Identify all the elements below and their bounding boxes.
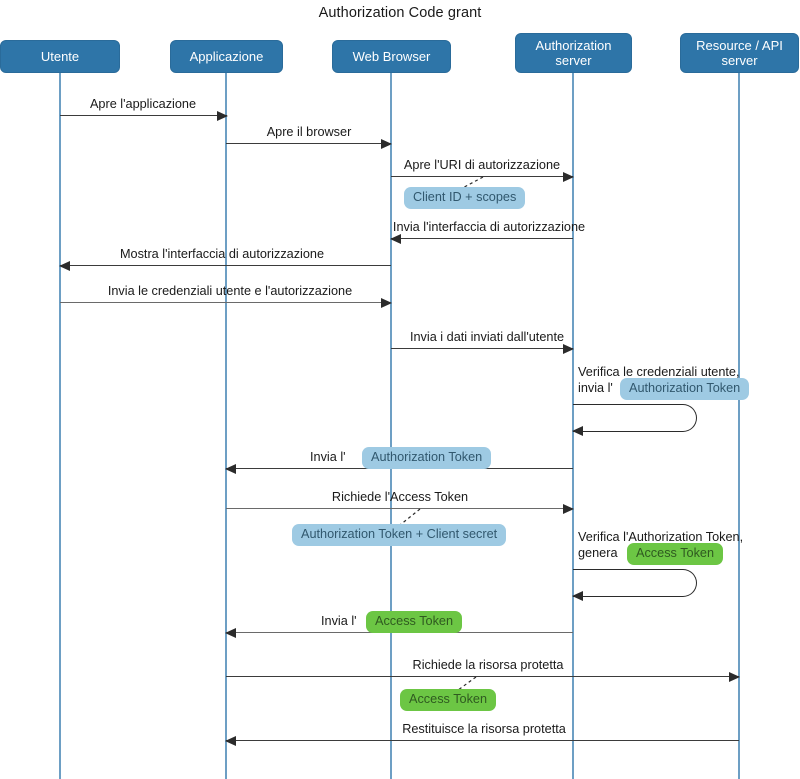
arrowhead-left-icon bbox=[225, 628, 236, 638]
arrowhead-left-icon bbox=[390, 234, 401, 244]
message-label-invia-prefix-access-token: Invia l' bbox=[321, 614, 357, 628]
selfcall-loop-verifica-authorization-token[interactable] bbox=[573, 569, 697, 597]
participant-label: Applicazione bbox=[189, 49, 264, 64]
note-authorization-token-client-secret: Authorization Token + Client secret bbox=[292, 524, 507, 546]
lifeline-applicazione bbox=[225, 73, 227, 779]
selfcall-label-line1-verifica-authorization-token: Verifica l'Authorization Token, bbox=[578, 530, 744, 544]
badge-access-token-message: Access Token bbox=[366, 611, 463, 633]
arrowhead-left-icon bbox=[572, 426, 583, 436]
participant-utente[interactable]: Utente bbox=[0, 40, 120, 73]
message-arrow-restituisce-risorsa-protetta[interactable] bbox=[225, 736, 739, 746]
message-label-invia-prefix-authorization-token: Invia l' bbox=[310, 450, 346, 464]
message-arrow-apre-applicazione[interactable] bbox=[60, 111, 228, 121]
selfcall-label-line2-prefix-invia: invia l' bbox=[578, 381, 613, 395]
message-arrow-invia-dati-utente[interactable] bbox=[391, 344, 574, 354]
message-label-restituisce-risorsa-protetta: Restituisce la risorsa protetta bbox=[402, 722, 566, 736]
lifeline-web-browser bbox=[390, 73, 392, 779]
message-arrow-richiede-access-token[interactable] bbox=[226, 504, 574, 514]
message-label-richiede-risorsa-protetta: Richiede la risorsa protetta bbox=[412, 658, 564, 672]
message-label-apre-il-browser: Apre il browser bbox=[266, 125, 352, 139]
arrowhead-right-icon bbox=[729, 672, 740, 682]
participant-label: Web Browser bbox=[352, 49, 431, 64]
arrowhead-right-icon bbox=[563, 172, 574, 182]
lifeline-utente bbox=[59, 73, 61, 779]
message-arrow-apre-il-browser[interactable] bbox=[226, 139, 392, 149]
message-arrow-invia-interfaccia[interactable] bbox=[390, 234, 573, 244]
message-arrow-apre-uri-autorizzazione[interactable] bbox=[391, 172, 574, 182]
message-label-invia-interfaccia: Invia l'interfaccia di autorizzazione bbox=[392, 220, 586, 234]
arrowhead-right-icon bbox=[381, 298, 392, 308]
participant-resource-server[interactable]: Resource / API server bbox=[680, 33, 799, 73]
message-arrow-invia-credenziali[interactable] bbox=[60, 298, 392, 308]
participant-web-browser[interactable]: Web Browser bbox=[332, 40, 451, 73]
arrowhead-right-icon bbox=[563, 504, 574, 514]
note-connector-access-token bbox=[453, 676, 477, 694]
selfcall-label-line1-verifica-credenziali: Verifica le credenziali utente, bbox=[578, 365, 740, 379]
arrowhead-left-icon bbox=[59, 261, 70, 271]
participant-label: Utente bbox=[40, 49, 80, 64]
message-label-apre-applicazione: Apre l'applicazione bbox=[89, 97, 197, 111]
message-label-invia-credenziali: Invia le credenziali utente e l'autorizz… bbox=[107, 284, 353, 298]
participant-label: Authorization server bbox=[535, 38, 612, 68]
participant-applicazione[interactable]: Applicazione bbox=[170, 40, 283, 73]
arrowhead-right-icon bbox=[381, 139, 392, 149]
arrowhead-left-icon bbox=[225, 464, 236, 474]
message-arrow-richiede-risorsa-protetta[interactable] bbox=[226, 672, 740, 682]
participant-label: Resource / API server bbox=[696, 38, 783, 68]
arrowhead-left-icon bbox=[572, 591, 583, 601]
message-label-invia-dati-utente: Invia i dati inviati dall'utente bbox=[409, 330, 565, 344]
badge-authorization-token-message: Authorization Token bbox=[362, 447, 492, 469]
badge-authorization-token-selfcall: Authorization Token bbox=[620, 378, 750, 400]
badge-access-token-selfcall: Access Token bbox=[627, 543, 724, 565]
note-access-token: Access Token bbox=[400, 689, 497, 711]
arrowhead-right-icon bbox=[217, 111, 228, 121]
selfcall-label-line2-prefix-genera: genera bbox=[578, 546, 618, 560]
message-label-richiede-access-token: Richiede l'Access Token bbox=[331, 490, 469, 504]
page-title: Authorization Code grant bbox=[318, 5, 482, 21]
note-connector-authorization-token-client-secret bbox=[399, 508, 421, 526]
arrowhead-right-icon bbox=[563, 344, 574, 354]
note-client-id-scopes: Client ID + scopes bbox=[404, 187, 526, 209]
arrowhead-left-icon bbox=[225, 736, 236, 746]
selfcall-loop-verifica-credenziali[interactable] bbox=[573, 404, 697, 432]
participant-auth-server[interactable]: Authorization server bbox=[515, 33, 632, 73]
message-arrow-mostra-interfaccia[interactable] bbox=[59, 261, 391, 271]
message-label-mostra-interfaccia: Mostra l'interfaccia di autorizzazione bbox=[119, 247, 325, 261]
message-label-apre-uri-autorizzazione: Apre l'URI di autorizzazione bbox=[403, 158, 561, 172]
lifeline-resource bbox=[738, 73, 740, 779]
